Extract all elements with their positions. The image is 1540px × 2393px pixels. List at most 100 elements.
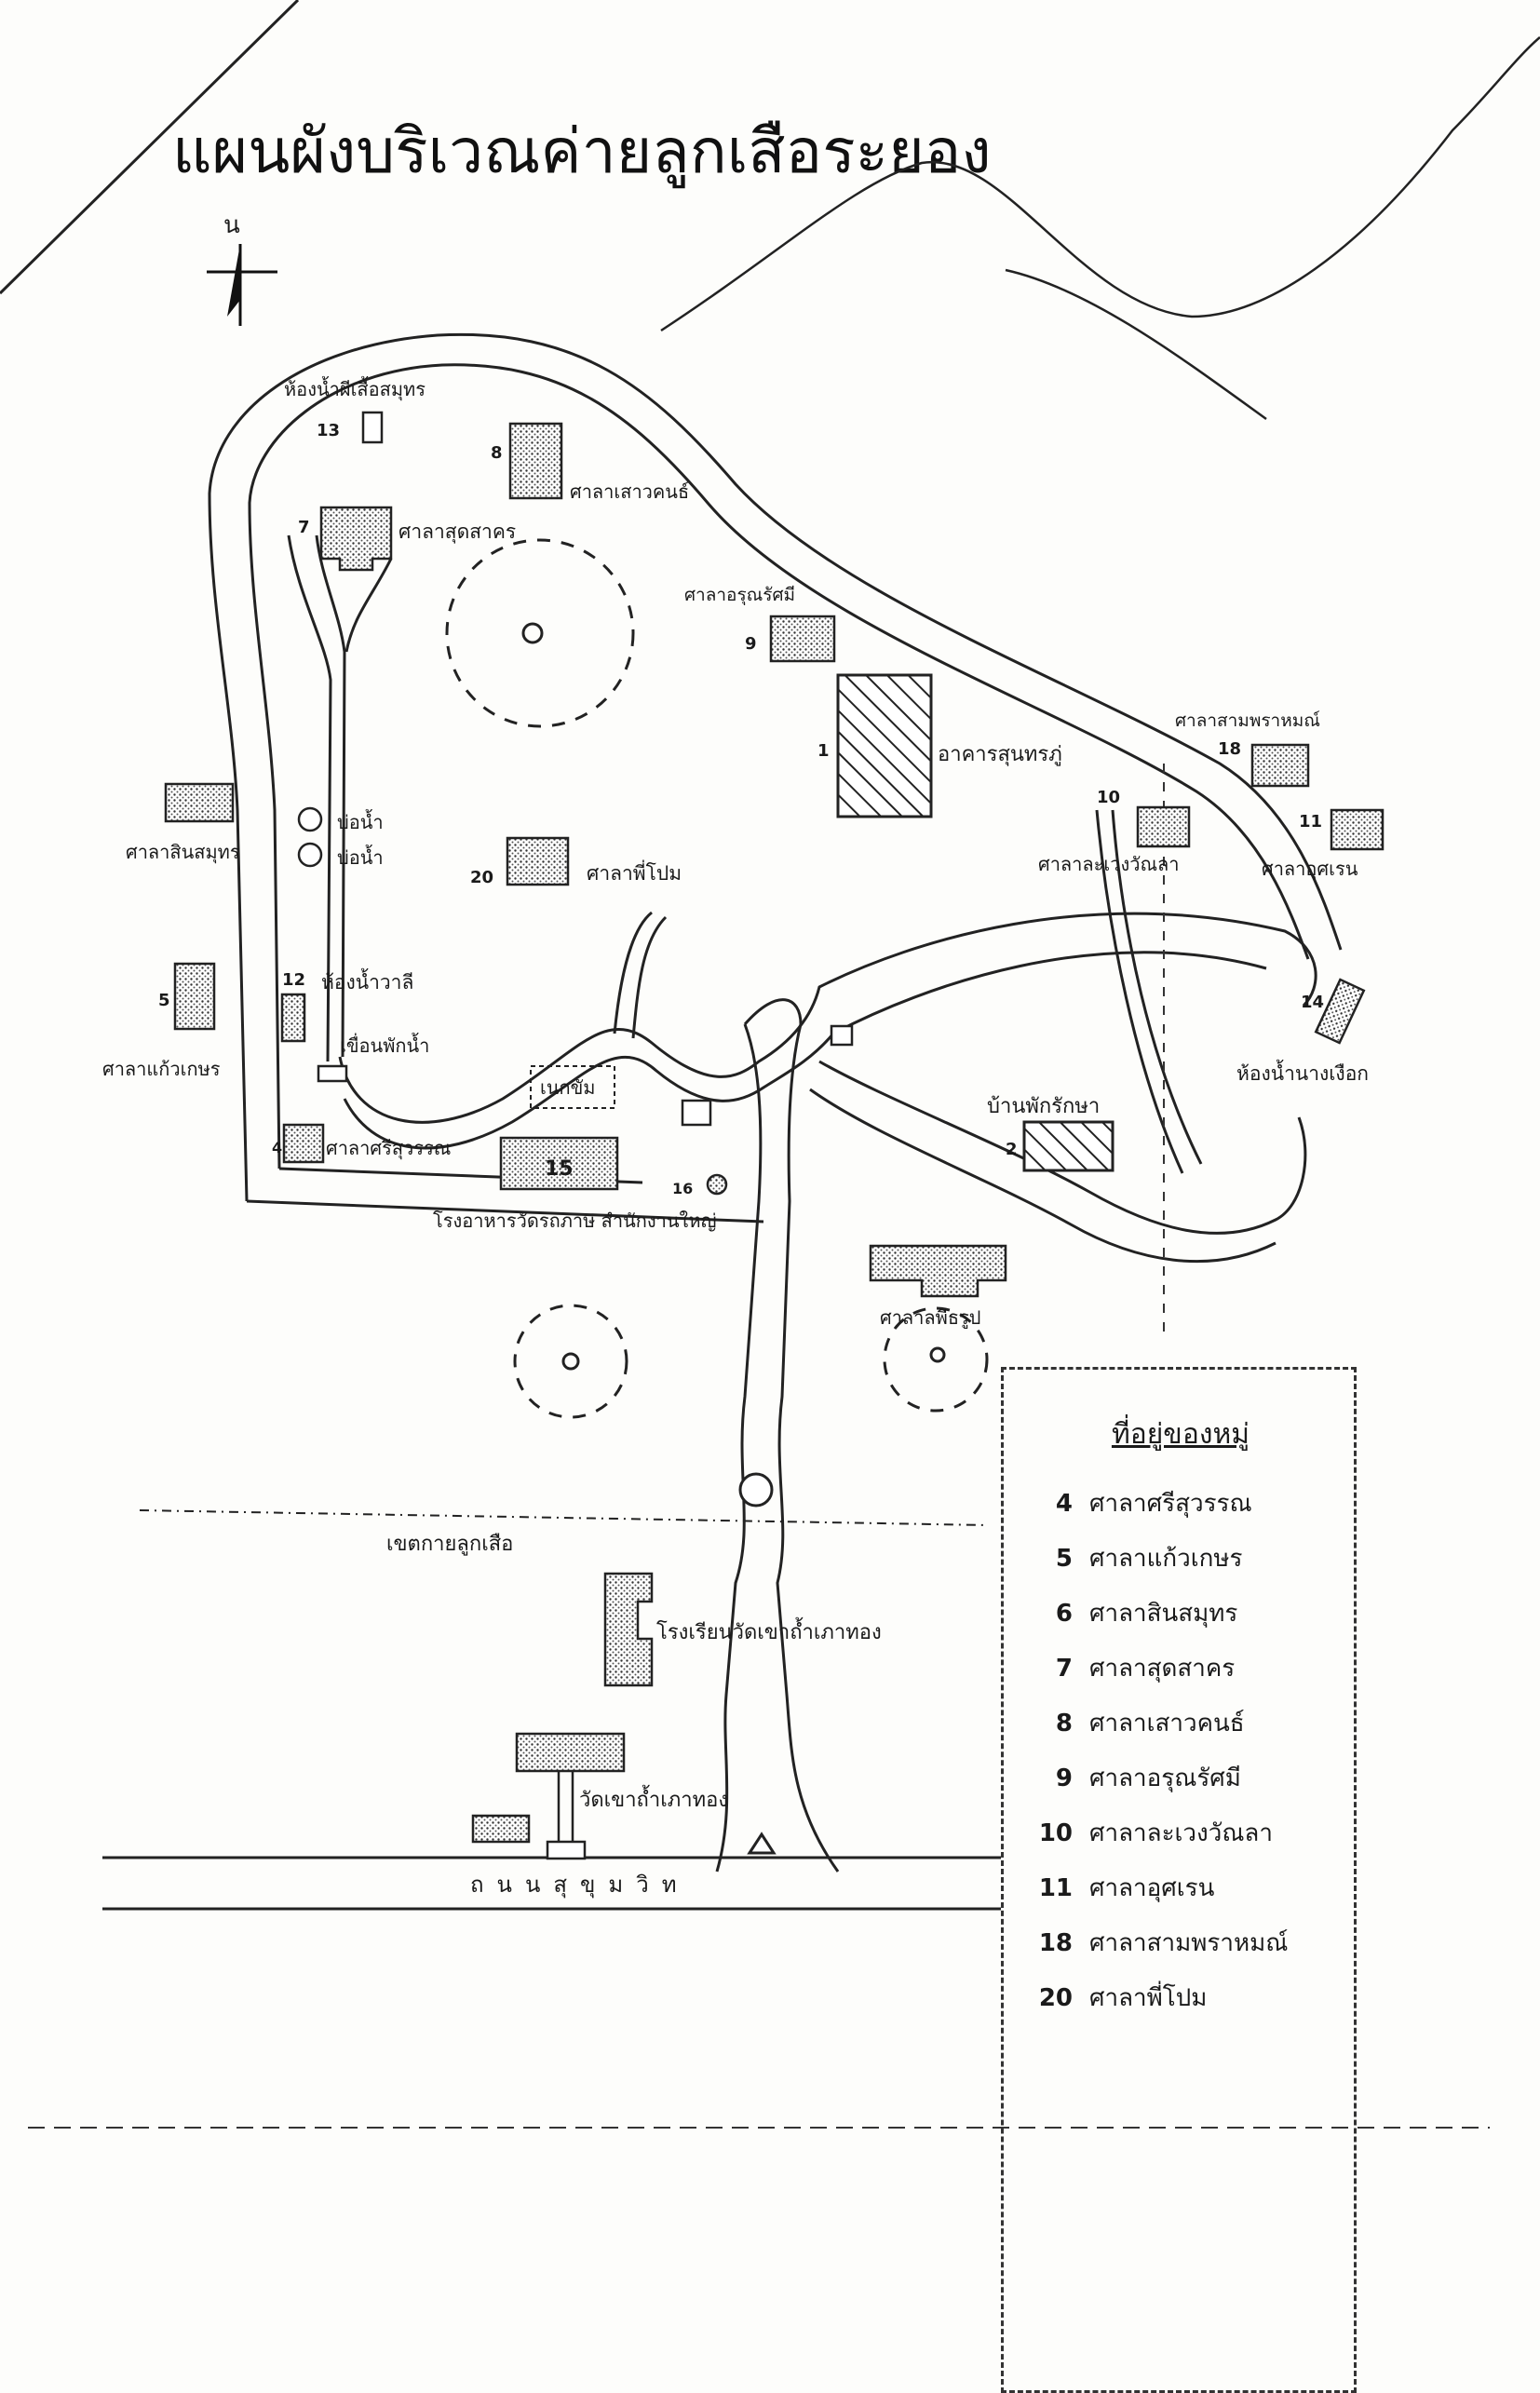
svg-text:เนกขัม: เนกขัม: [540, 1076, 595, 1099]
building-6: ศาลาสินสมุทร: [126, 782, 240, 864]
legend-item-number: 20: [1038, 1984, 1073, 2012]
legend-item-number: 11: [1038, 1874, 1073, 1902]
legend-item: 6 ศาลาสินสมุทร: [1030, 1594, 1331, 1649]
building-18: ศาลาสามพราหมณ์ 18: [1175, 710, 1320, 788]
svg-text:9: 9: [745, 634, 757, 654]
svg-text:20: 20: [470, 868, 493, 887]
building-5: 5 ศาลาแก้วเกษร: [102, 962, 221, 1080]
legend-item-number: 5: [1055, 1545, 1073, 1573]
flagpole-circle: [521, 622, 946, 1371]
legend-item: 10 ศาลาละเวงวัณลา: [1030, 1814, 1331, 1869]
svg-text:4: 4: [272, 1139, 282, 1156]
field-nekkham: เนกขัม: [530, 1065, 615, 1109]
svg-text:ศาลาสามพราหมณ์: ศาลาสามพราหมณ์: [1175, 710, 1320, 731]
building-14: 14 ห้องน้ำนางเงือก: [1236, 978, 1369, 1085]
svg-text:ห้องน้ำวาลี: ห้องน้ำวาลี: [321, 968, 413, 994]
building-9: ศาลาอรุณรัศมี 9: [684, 585, 836, 663]
legend-title: ที่อยู่ของหมู่: [1111, 1418, 1250, 1451]
building-11: 11 ศาลาอุศเรน: [1262, 808, 1385, 881]
svg-text:5: 5: [158, 991, 170, 1010]
svg-text:ศาลาอุศเรน: ศาลาอุศเรน: [1262, 858, 1358, 881]
svg-text:อาคารสุนทรภู่: อาคารสุนทรภู่: [938, 743, 1062, 766]
svg-text:8: 8: [491, 443, 503, 463]
svg-text:ห้องน้ำผีเสื้อสมุทร: ห้องน้ำผีเสื้อสมุทร: [284, 376, 426, 401]
branch-road: [287, 534, 393, 1062]
svg-text:ศาลาละเวงวัณลา: ศาลาละเวงวัณลา: [1038, 853, 1180, 875]
svg-text:15: 15: [545, 1157, 574, 1181]
building-2: 2 บ้านพักรักษา: [987, 1095, 1114, 1172]
road-to-20: [613, 911, 668, 1039]
legend-item-name: ศาลาเสาวคนธ์: [1089, 1710, 1245, 1737]
boundary-label: เขตกายลูกเสือ: [386, 1533, 513, 1556]
camp-map: แผนผังบริเวณค่ายลูกเสือระยอง น: [0, 0, 1540, 2129]
right-road: [1095, 809, 1203, 1174]
svg-text:บ้านพักรักษา: บ้านพักรักษา: [987, 1095, 1100, 1118]
svg-text:1: 1: [817, 741, 830, 761]
svg-text:11: 11: [1299, 812, 1322, 831]
legend-item: 4 ศาลาศรีสุวรรณ: [1030, 1484, 1331, 1539]
inner-road: [338, 912, 1317, 1264]
svg-text:ศาลาแก้วเกษร: ศาลาแก้วเกษร: [102, 1058, 221, 1080]
well-label-2: บ่อน้ำ: [337, 845, 384, 869]
building-13: ห้องน้ำผีเสื้อสมุทร 13: [284, 376, 426, 444]
small-building: [681, 1024, 854, 1127]
legend-item: 18 ศาลาสามพราหมณ์: [1030, 1924, 1331, 1979]
legend-item-name: ศาลาสามพราหมณ์: [1089, 1929, 1289, 1957]
svg-text:13: 13: [317, 421, 340, 440]
legend-item-name: ศาลาละเวงวัณลา: [1089, 1819, 1273, 1847]
svg-text:18: 18: [1218, 739, 1241, 759]
building-12: 12 ห้องน้ำวาลี: [280, 968, 413, 1043]
legend-item-name: ศาลาศรีสุวรรณ: [1089, 1490, 1252, 1518]
corner-line: [0, 0, 300, 295]
dining-hall-label: โรงอาหารวัดรถภาษ สำนักงานใหญ่: [433, 1210, 717, 1232]
svg-text:16: 16: [672, 1180, 693, 1197]
boundary-fence: [139, 1509, 988, 1526]
legend-item-number: 18: [1038, 1929, 1073, 1957]
legend-item-name: ศาลาสินสมุทร: [1089, 1600, 1238, 1628]
svg-text:7: 7: [298, 518, 310, 537]
building-20: 20 ศาลาพี่โปม: [470, 836, 682, 887]
legend-item-number: 4: [1055, 1490, 1073, 1518]
building-3: ศาลาลพีธรูป: [869, 1244, 1007, 1330]
legend-item-name: ศาลาอรุณรัศมี: [1089, 1764, 1241, 1792]
legend-item-number: 6: [1055, 1600, 1073, 1628]
school-building: โรงเรียนวัดเขาถ้ำเภาทอง: [603, 1572, 882, 1687]
legend-item-number: 8: [1055, 1710, 1073, 1737]
svg-text:ห้องน้ำนางเงือก: ห้องน้ำนางเงือก: [1236, 1060, 1369, 1085]
svg-text:ศาลาศรีสุวรรณ: ศาลาศรีสุวรรณ: [326, 1137, 451, 1160]
building-16: 16: [672, 1173, 728, 1197]
legend-item: 9 ศาลาอรุณรัศมี: [1030, 1759, 1331, 1814]
building-4: 4 ศาลาศรีสุวรรณ: [272, 1123, 451, 1164]
svg-text:เขื่อนพักน้ำ: เขื่อนพักน้ำ: [340, 1033, 429, 1057]
loop-road: [208, 332, 1343, 1224]
svg-text:วัดเขาถ้ำเภาทอง: วัดเขาถ้ำเภาทอง: [579, 1785, 728, 1812]
svg-text:โรงเรียนวัดเขาถ้ำเภาทอง: โรงเรียนวัดเขาถ้ำเภาทอง: [656, 1617, 882, 1644]
campfire-circle: [445, 538, 989, 1419]
legend-item: 8 ศาลาเสาวคนธ์: [1030, 1704, 1331, 1759]
legend-item-name: ศาลาพี่โปม: [1089, 1984, 1208, 2012]
mountain-slope: [1005, 268, 1267, 421]
building-15: 15: [499, 1136, 619, 1191]
building-7: 7 ศาลาสุดสาคร: [298, 506, 516, 572]
building-10: 10 ศาลาละเวงวัณลา: [1038, 788, 1191, 875]
well: [297, 806, 323, 868]
map-title: แผนผังบริเวณค่ายลูกเสือระยอง: [172, 115, 992, 189]
building-8: 8 ศาลาเสาวคนธ์: [491, 422, 689, 503]
mountain-outline: [660, 36, 1540, 332]
svg-text:10: 10: [1097, 788, 1120, 807]
legend-item-number: 9: [1055, 1764, 1073, 1792]
north-arrow-icon: น: [207, 211, 277, 326]
svg-text:14: 14: [1301, 993, 1324, 1012]
svg-text:12: 12: [282, 970, 305, 990]
svg-text:ศาลาสุดสาคร: ศาลาสุดสาคร: [399, 521, 516, 544]
svg-text:2: 2: [1006, 1140, 1018, 1159]
legend-item: 20 ศาลาพี่โปม: [1030, 1979, 1331, 2034]
svg-text:ศาลาพี่โปม: ศาลาพี่โปม: [587, 859, 682, 885]
highway-label: ถนนสุขุมวิท: [470, 1872, 690, 1899]
legend-item-number: 10: [1038, 1819, 1073, 1847]
